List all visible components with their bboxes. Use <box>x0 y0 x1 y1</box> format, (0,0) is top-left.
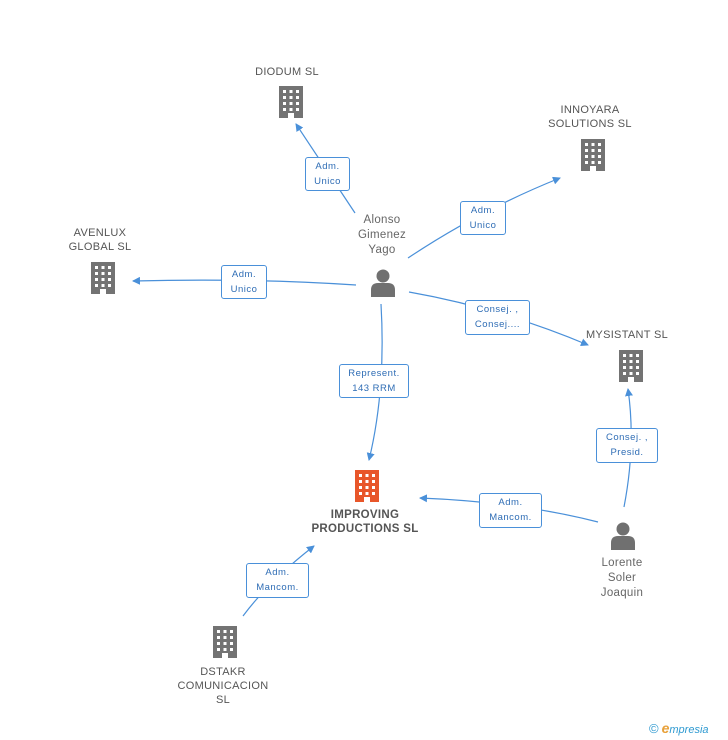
node-improving[interactable]: IMPROVING PRODUCTIONS SL <box>311 509 419 535</box>
lorente-person-icon <box>611 522 635 550</box>
node-lorente[interactable]: Lorente Soler Joaquin <box>600 557 644 599</box>
dstakr-building-icon <box>213 626 237 658</box>
node-alonso[interactable]: Alonso Gimenez Yago <box>357 214 407 256</box>
edge-label-lorente-mysistant: Consej. , Presid. <box>596 428 658 463</box>
diodum-building-icon <box>279 86 303 118</box>
node-avenlux[interactable]: AVENLUX GLOBAL SL <box>68 227 132 253</box>
edge-label-alonso-improving: Represent. 143 RRM <box>339 364 409 398</box>
edge-label-alonso-innoyara: Adm. Unico <box>460 201 506 235</box>
brand-name: mpresia <box>669 724 709 736</box>
brand-logo: ©empresia <box>649 720 709 736</box>
node-innoyara[interactable]: INNOYARA SOLUTIONS SL <box>548 104 632 130</box>
node-diodum[interactable]: DIODUM SL <box>255 66 319 78</box>
node-mysistant[interactable]: MYSISTANT SL <box>585 329 669 341</box>
improving-building-icon <box>355 470 379 502</box>
avenlux-building-icon <box>91 262 115 294</box>
innoyara-building-icon <box>581 139 605 171</box>
node-dstakr[interactable]: DSTAKR COMUNICACION SL <box>177 666 269 706</box>
edge-label-lorente-improving: Adm. Mancom. <box>479 493 542 528</box>
edge-label-alonso-avenlux: Adm. Unico <box>221 265 267 299</box>
edge-label-dstakr-improving: Adm. Mancom. <box>246 563 309 598</box>
copyright-symbol: © <box>649 721 659 736</box>
edge-label-alonso-mysistant: Consej. , Consej.... <box>465 300 530 335</box>
brand-initial: e <box>661 720 670 736</box>
mysistant-building-icon <box>619 350 643 382</box>
edge-label-alonso-diodum: Adm. Unico <box>305 157 350 191</box>
alonso-person-icon <box>371 269 395 297</box>
